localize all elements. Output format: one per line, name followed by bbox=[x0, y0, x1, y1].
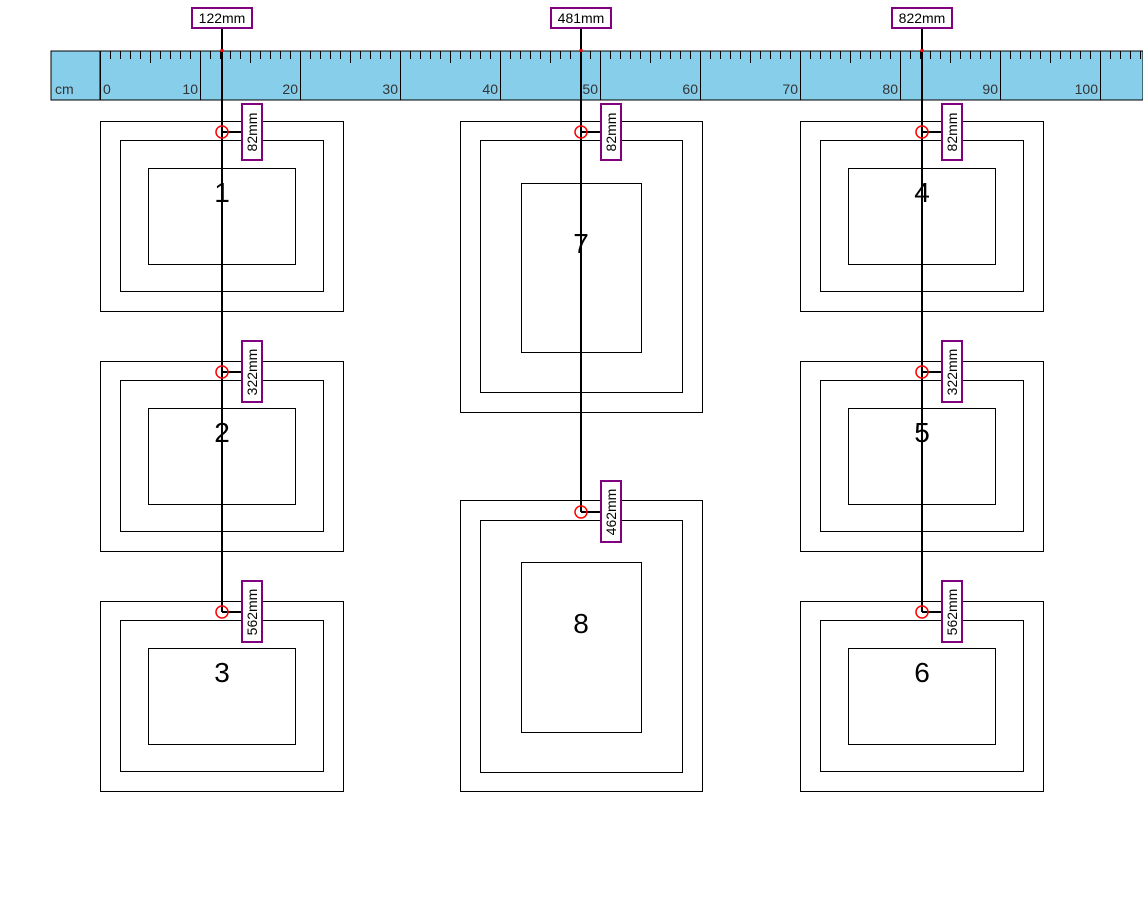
drop-label-text: 82mm bbox=[603, 113, 619, 152]
top-label-column-3: 822mm bbox=[891, 7, 953, 29]
drop-label-text: 322mm bbox=[944, 349, 960, 396]
hanging-point-frame-5[interactable]: 322mm bbox=[915, 340, 963, 403]
label-box bbox=[241, 340, 263, 403]
hanging-point-frame-2[interactable]: 322mm bbox=[215, 340, 263, 403]
hanging-point-frame-3[interactable]: 562mm bbox=[215, 580, 263, 643]
ruler-tick-label: 60 bbox=[682, 81, 698, 97]
hanging-point-frame-7[interactable]: 82mm bbox=[574, 103, 622, 161]
frame-number: 6 bbox=[914, 657, 930, 688]
frame-mat bbox=[120, 620, 324, 772]
hanging-point-marker bbox=[215, 365, 229, 379]
hanging-point-marker bbox=[915, 365, 929, 379]
hanging-point-marker bbox=[915, 125, 929, 139]
hanging-point-marker bbox=[915, 605, 929, 619]
ruler-marker bbox=[220, 49, 224, 52]
top-label-text: 481mm bbox=[558, 10, 605, 26]
frame-mat bbox=[820, 620, 1024, 772]
ruler-bar bbox=[50, 50, 1143, 101]
frame-outer bbox=[100, 601, 344, 792]
frame-6[interactable]: 6 bbox=[800, 601, 1044, 792]
drop-label-text: 82mm bbox=[944, 113, 960, 152]
ruler-tick-label: 40 bbox=[482, 81, 498, 97]
ruler-tick-label: 30 bbox=[382, 81, 398, 97]
frame-outer bbox=[460, 500, 703, 792]
ruler-marker bbox=[579, 49, 583, 52]
ruler-unit-label: cm bbox=[55, 81, 74, 97]
hanging-point-frame-4[interactable]: 82mm bbox=[915, 103, 963, 161]
frame-number: 8 bbox=[573, 608, 589, 639]
label-box bbox=[891, 7, 953, 29]
ruler-tick-label: 50 bbox=[582, 81, 598, 97]
top-label-text: 122mm bbox=[199, 10, 246, 26]
top-position-labels: 122mm 481mm 822mm bbox=[191, 7, 953, 29]
ruler-tick-label: 90 bbox=[982, 81, 998, 97]
ruler-marker bbox=[920, 49, 924, 52]
hanging-point-marker bbox=[215, 605, 229, 619]
frame-outer bbox=[800, 601, 1044, 792]
label-box bbox=[550, 7, 612, 29]
frame-mat bbox=[480, 520, 683, 773]
label-box bbox=[241, 103, 263, 161]
drop-label-text: 562mm bbox=[944, 589, 960, 636]
drop-label-text: 322mm bbox=[244, 349, 260, 396]
drop-label-text: 562mm bbox=[244, 589, 260, 636]
frame-number: 3 bbox=[214, 657, 230, 688]
frame-8[interactable]: 8 bbox=[460, 500, 703, 792]
ruler-tick-label: 100 bbox=[1075, 81, 1099, 97]
ruler-tick-label: 0 bbox=[103, 81, 111, 97]
frame-3[interactable]: 3 bbox=[100, 601, 344, 792]
ruler-tick-label: 70 bbox=[782, 81, 798, 97]
label-box bbox=[941, 340, 963, 403]
hanging-lines bbox=[221, 28, 923, 612]
ruler-tick-label: 10 bbox=[182, 81, 198, 97]
hanging-point-frame-1[interactable]: 82mm bbox=[215, 103, 263, 161]
drop-label-text: 82mm bbox=[244, 113, 260, 152]
top-label-column-2: 481mm bbox=[550, 7, 612, 29]
label-box bbox=[191, 7, 253, 29]
label-box bbox=[600, 103, 622, 161]
ruler-markers bbox=[220, 49, 924, 52]
hanging-point-frame-6[interactable]: 562mm bbox=[915, 580, 963, 643]
hanging-point-marker bbox=[574, 125, 588, 139]
drop-label-text: 462mm bbox=[603, 489, 619, 536]
label-box bbox=[241, 580, 263, 643]
frame-picture bbox=[521, 562, 642, 733]
ruler-tick-label: 20 bbox=[282, 81, 298, 97]
label-box bbox=[941, 103, 963, 161]
hanging-point-frame-8[interactable]: 462mm bbox=[574, 480, 622, 543]
ruler-labels: 0 10 20 30 40 50 60 70 80 90 100 bbox=[103, 81, 1098, 97]
ruler-ticks bbox=[100, 51, 1141, 100]
hanging-points: 82mm 322mm 562mm 82mm 462mm bbox=[215, 103, 963, 643]
frame-picture bbox=[848, 648, 996, 745]
top-label-column-1: 122mm bbox=[191, 7, 253, 29]
ruler: cm 0 10 20 30 40 50 60 70 80 90 100 bbox=[50, 50, 1143, 101]
label-box bbox=[600, 480, 622, 543]
hanging-point-marker bbox=[215, 125, 229, 139]
frame-picture bbox=[148, 648, 296, 745]
top-label-text: 822mm bbox=[899, 10, 946, 26]
label-box bbox=[941, 580, 963, 643]
ruler-tick-label: 80 bbox=[882, 81, 898, 97]
hanging-point-marker bbox=[574, 505, 588, 519]
